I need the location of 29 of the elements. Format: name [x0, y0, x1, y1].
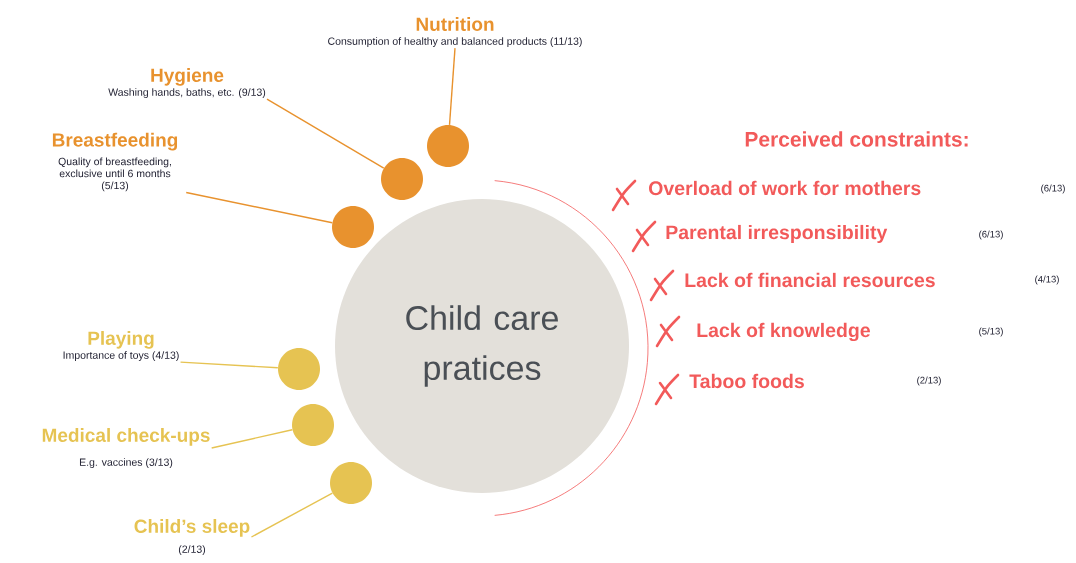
- constraint-label: Parental irresponsibility: [666, 224, 888, 244]
- count-label: (5/13): [979, 327, 1003, 337]
- dot: [332, 206, 374, 248]
- count-label: (4/13): [1035, 275, 1059, 285]
- topic-label: Breastfeeding Quality of breastfeeding, exclusive until 6 months (5/13): [52, 132, 178, 192]
- constraint-label: Overload of work for mothers: [649, 180, 921, 196]
- heading: Perceived constraints:: [745, 131, 968, 147]
- topic-label: Medical check-ups E.g. vaccines (3/13): [42, 428, 210, 468]
- leader-line: [250, 492, 334, 538]
- leader-line: [185, 191, 333, 224]
- dot: [278, 348, 320, 390]
- leader-line: [448, 47, 456, 126]
- dot: [381, 158, 423, 200]
- count-label: (6/13): [1041, 184, 1065, 194]
- dot: [292, 404, 334, 446]
- leader-line: [211, 429, 294, 449]
- leader-line: [266, 98, 385, 169]
- dot: [427, 125, 469, 167]
- topic-label: Hygiene Washing hands, baths, etc. (9/13): [108, 68, 266, 98]
- constraint-label: Taboo foods: [689, 373, 804, 389]
- topic-label: Playing Importance of toys (4/13): [63, 331, 179, 361]
- leader-line: [179, 361, 279, 369]
- dot: [330, 462, 372, 504]
- count-label: (2/13): [917, 376, 941, 386]
- constraint-label: Lack of financial resources: [685, 272, 935, 288]
- topic-label: Child’s sleep (2/13): [134, 519, 250, 555]
- count-label: (6/13): [979, 230, 1003, 240]
- topic-label: Nutrition Consumption of healthy and balanced products (11/13): [328, 17, 582, 47]
- constraint-label: Lack of knowledge: [697, 322, 870, 342]
